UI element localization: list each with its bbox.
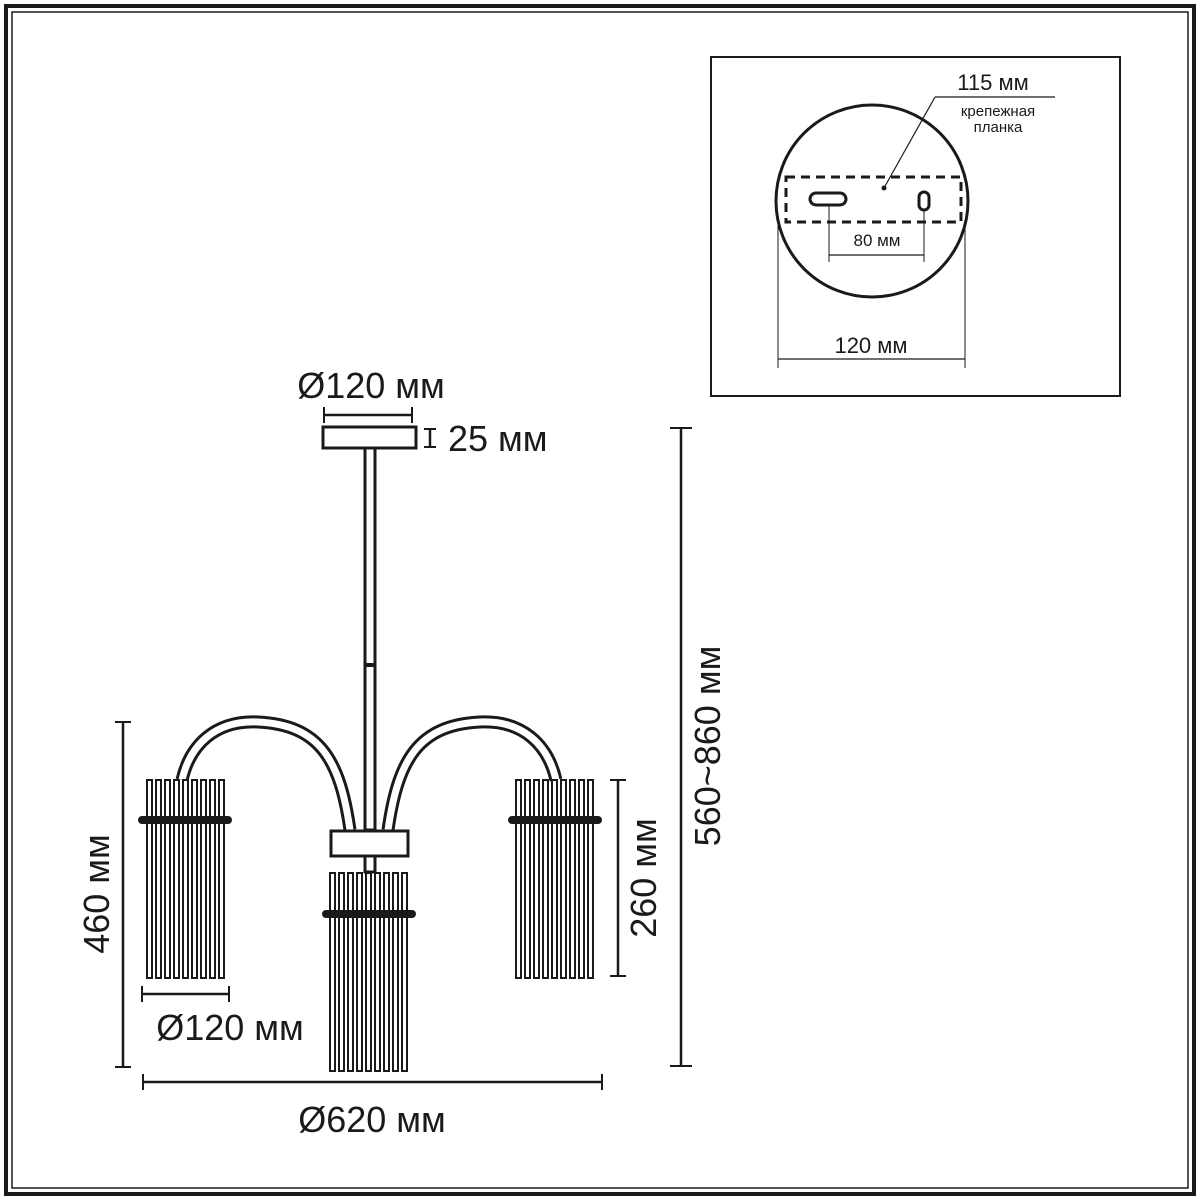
stem xyxy=(363,446,377,832)
canopy-diameter-label: Ø120 мм xyxy=(297,365,445,406)
canopy-height-label: 25 мм xyxy=(448,418,548,459)
center-shade xyxy=(322,872,416,1072)
right-shade xyxy=(508,779,602,979)
canopy xyxy=(321,425,418,450)
bracket-label-line2: планка xyxy=(974,119,1023,136)
total-height-label: 560~860 мм xyxy=(687,646,728,847)
shade-diameter-label: Ø120 мм xyxy=(156,1007,304,1048)
slot-hole xyxy=(808,191,848,207)
shade-height-label: 260 мм xyxy=(623,818,664,938)
left-shade xyxy=(138,779,232,979)
canopy-top-view xyxy=(774,103,970,299)
round-hole xyxy=(917,190,931,212)
leader-line xyxy=(883,96,936,189)
hole-spacing-label: 80 мм xyxy=(853,231,900,250)
chandelier-drawing: Ø120 мм 25 мм xyxy=(76,365,728,1140)
overall-diameter-label: Ø620 мм xyxy=(298,1099,446,1140)
inset-frame xyxy=(710,56,1121,397)
mounting-bracket xyxy=(784,175,963,224)
side-height-label: 460 мм xyxy=(76,834,117,954)
mounting-inset: 115 мм крепежная планка 80 мм 120 мм xyxy=(710,56,1121,397)
base-width-label: 120 мм xyxy=(834,333,907,358)
bracket-label-line1: крепежная xyxy=(961,103,1035,120)
page-frame xyxy=(4,4,1196,1196)
central-hub xyxy=(329,829,410,858)
bracket-length-label: 115 мм xyxy=(957,70,1028,95)
